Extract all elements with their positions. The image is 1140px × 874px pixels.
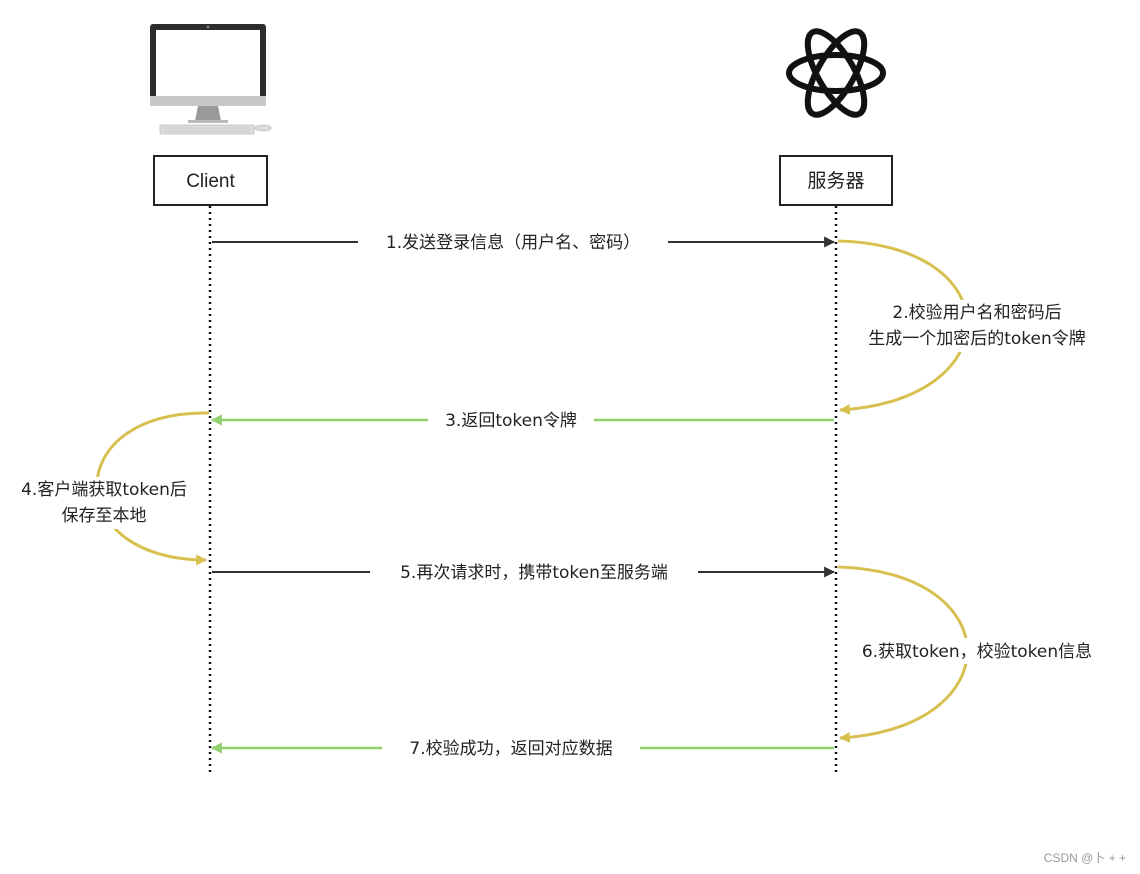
message-4-line-1: 4.客户端获取token后 xyxy=(21,480,187,500)
server-label: 服务器 xyxy=(807,170,864,192)
desktop-computer-icon xyxy=(150,24,272,135)
message-1: 1.发送登录信息（用户名、密码） xyxy=(212,230,836,254)
message-5-label: 5.再次请求时，携带token至服务端 xyxy=(400,563,668,583)
server-participant: 服务器 xyxy=(779,155,893,206)
message-1-label: 1.发送登录信息（用户名、密码） xyxy=(386,233,640,253)
watermark: CSDN @卜 + + xyxy=(1044,851,1126,865)
message-6-label: 6.获取token，校验token信息 xyxy=(862,642,1092,662)
client-label: Client xyxy=(186,171,235,192)
message-7: 7.校验成功，返回对应数据 xyxy=(210,736,834,760)
message-5: 5.再次请求时，携带token至服务端 xyxy=(212,560,836,584)
message-2: 2.校验用户名和密码后 生成一个加密后的token令牌 xyxy=(837,239,1108,415)
message-2-line-2: 生成一个加密后的token令牌 xyxy=(868,329,1086,349)
client-participant: Client xyxy=(153,155,268,206)
message-4-line-2: 保存至本地 xyxy=(62,506,147,526)
message-2-line-1: 2.校验用户名和密码后 xyxy=(892,303,1061,323)
message-7-label: 7.校验成功，返回对应数据 xyxy=(409,739,612,759)
atom-icon xyxy=(786,28,886,118)
message-6: 6.获取token，校验token信息 xyxy=(837,565,1116,743)
message-4: 4.客户端获取token后 保存至本地 xyxy=(2,411,210,566)
message-3: 3.返回token令牌 xyxy=(210,408,834,432)
message-3-label: 3.返回token令牌 xyxy=(445,411,577,431)
